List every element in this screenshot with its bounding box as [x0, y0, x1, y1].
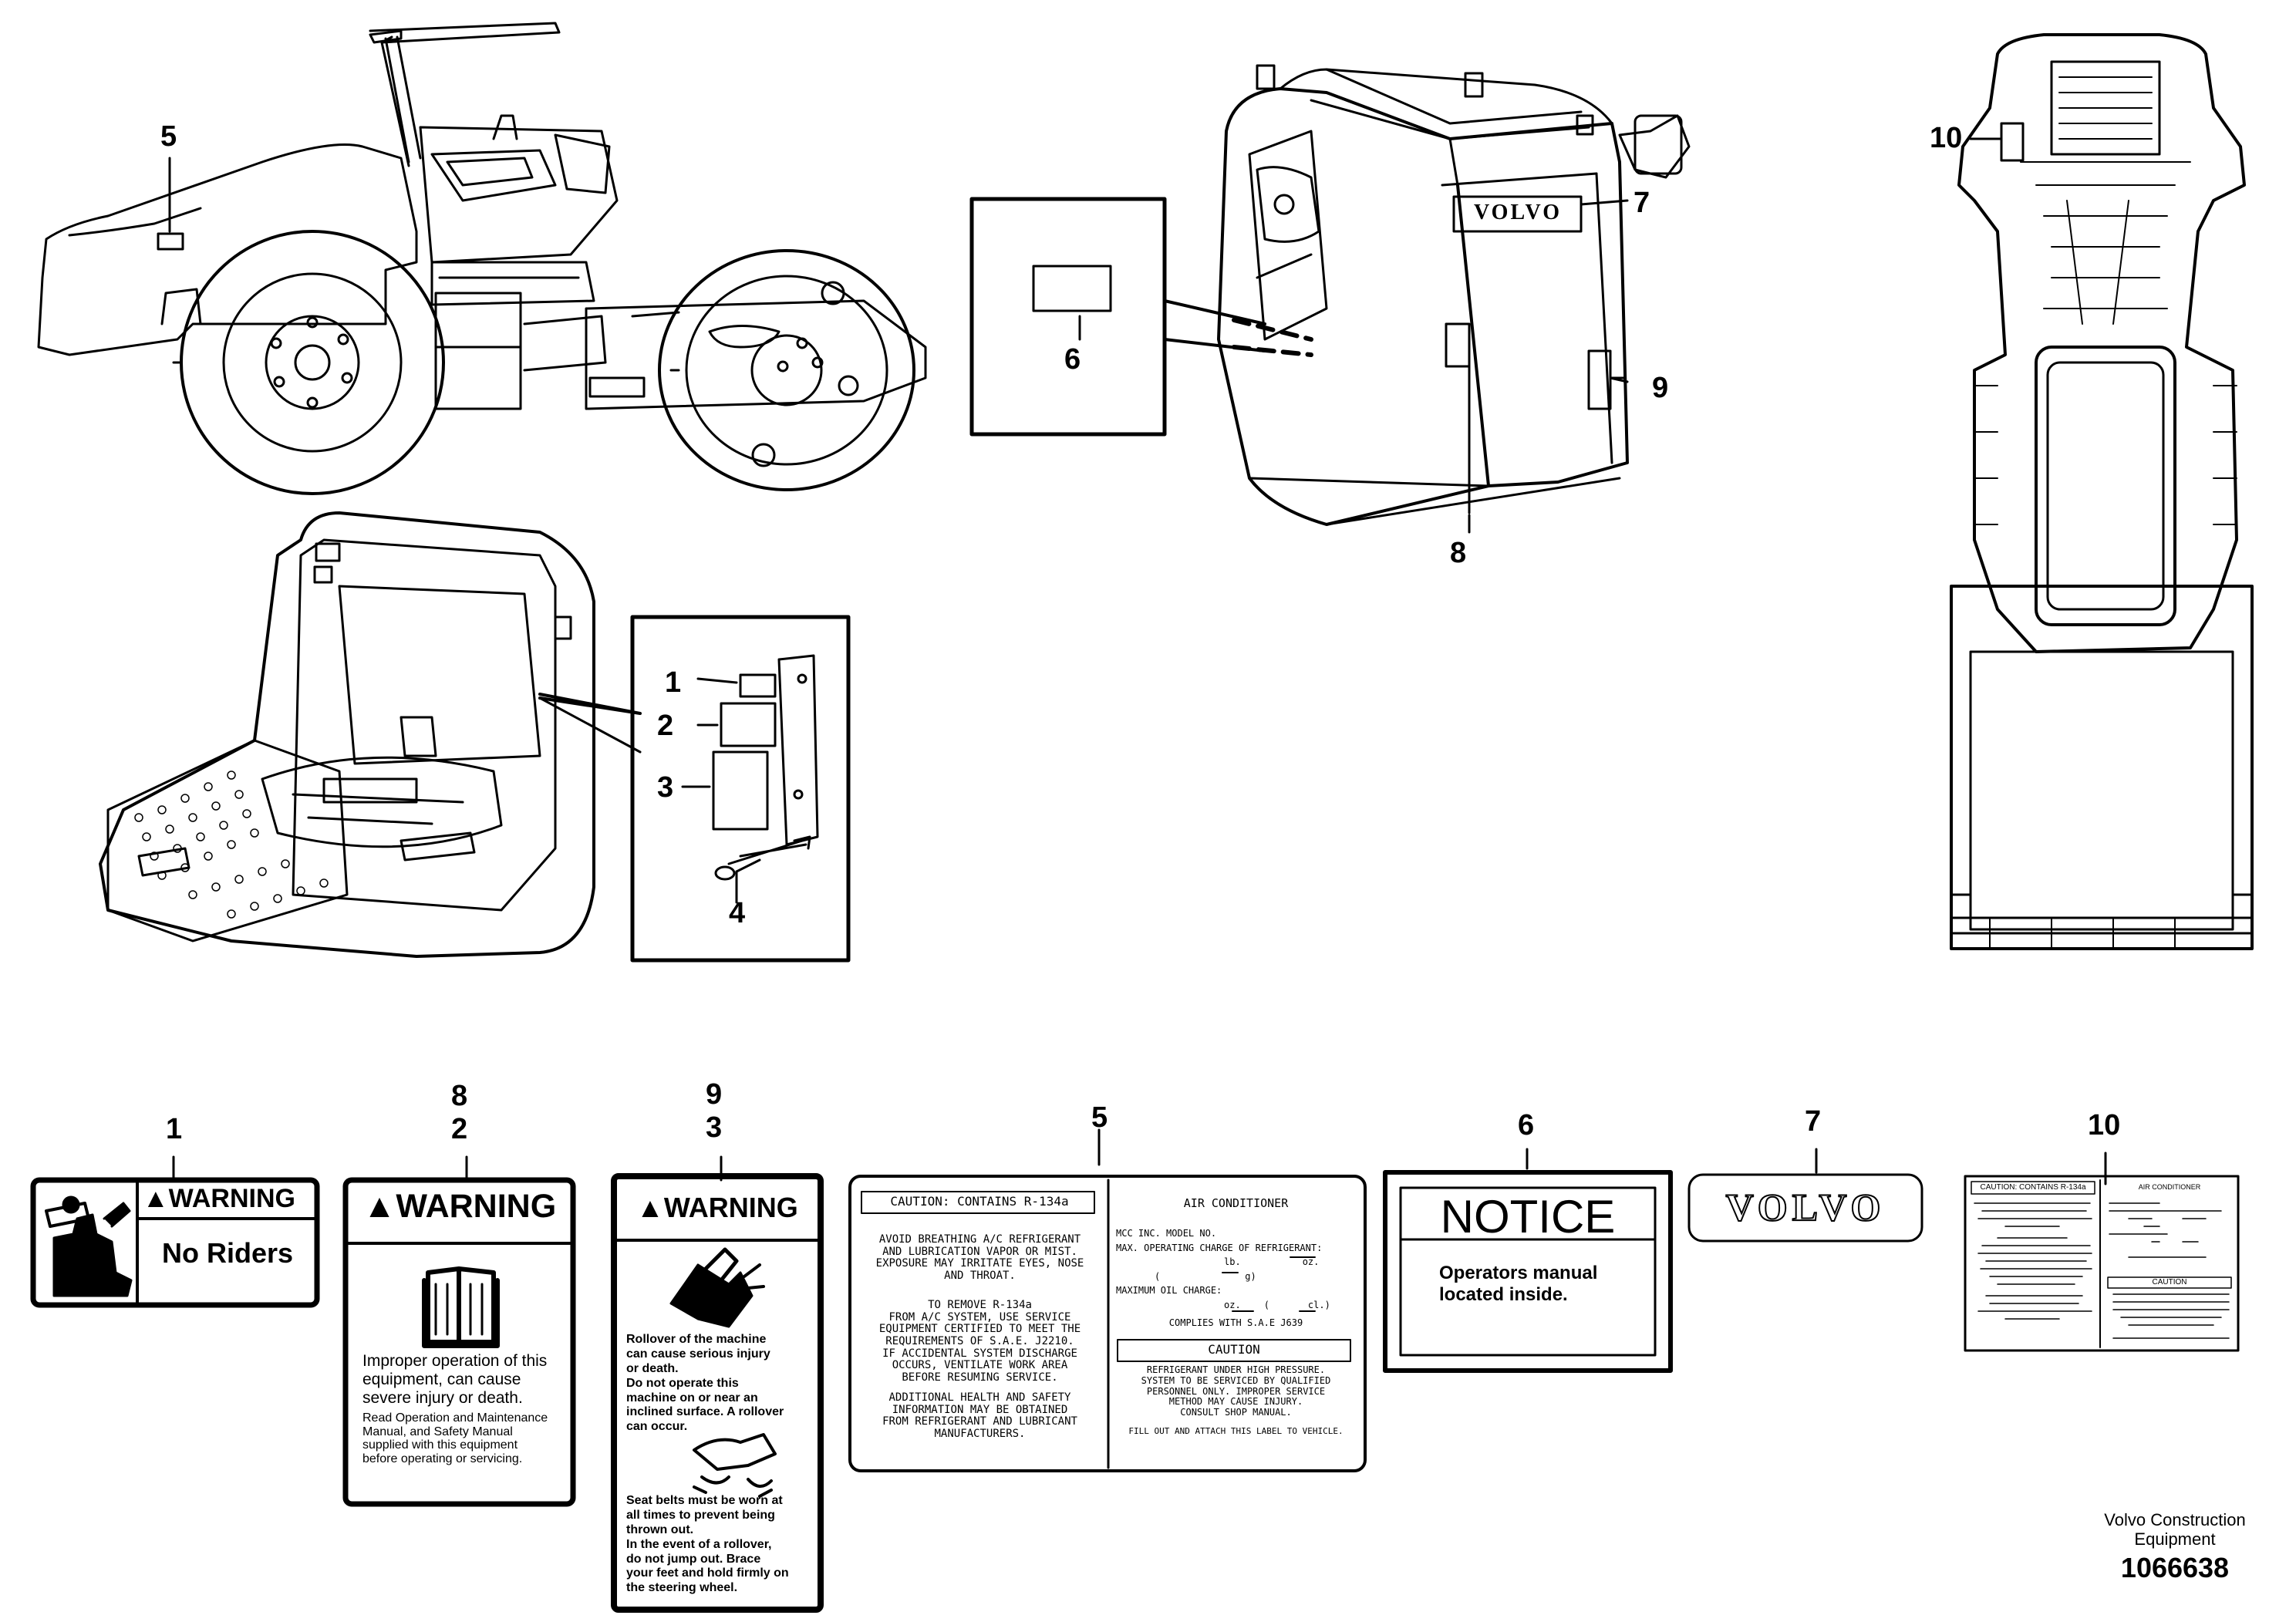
decal-5-caution-title: CAUTION: CONTAINS R-134a [890, 1194, 1069, 1209]
decal-7-logo: VOLVO [1725, 1185, 1886, 1229]
inset-decal-2 [720, 702, 777, 747]
decal-2-instructions: Read Operation and Maintenance Manual, a… [362, 1411, 548, 1465]
decal-2-body: Improper operation of this equipment, ca… [362, 1352, 548, 1408]
decal-5-caution: CAUTION [1208, 1342, 1260, 1357]
decal-3-body-2: Seat belts must be worn at all times to … [626, 1494, 789, 1595]
decal-6-text: Operators manual located inside. [1439, 1263, 1598, 1305]
warning-triangle-icon: ▲ [636, 1192, 664, 1223]
decal-2-art [342, 1177, 576, 1507]
decal-7-marker [1452, 195, 1583, 233]
callout-7: 7 [1633, 187, 1650, 219]
decal-8-marker [1445, 322, 1471, 368]
front-drum [658, 249, 915, 491]
decal-10-number: 10 [2088, 1109, 2121, 1141]
decal-5-art [848, 1175, 1367, 1472]
top-radiator [2050, 60, 2161, 156]
decal-6-marker-inset [1032, 265, 1112, 312]
decal-10-marker [2000, 122, 2025, 162]
decal-9-marker [1587, 349, 1612, 410]
rear-wheel [180, 230, 445, 495]
decal-7-art [1687, 1173, 1923, 1243]
decal-5-marker [157, 232, 184, 251]
decal-6-art [1383, 1170, 1673, 1373]
decal-10-caution: CAUTION [2152, 1278, 2187, 1286]
inset-decal-1 [739, 673, 777, 698]
center-hitch [434, 292, 522, 410]
decal-2-heading: ▲WARNING [362, 1188, 557, 1225]
callout-6: 6 [1064, 343, 1081, 376]
callout-5: 5 [160, 120, 177, 153]
callout-1: 1 [665, 666, 682, 699]
cab-view [969, 64, 1691, 526]
decal-6-number: 6 [1518, 1109, 1535, 1141]
warning-triangle-icon: ▲ [362, 1188, 396, 1225]
decal-3-heading: ▲WARNING [636, 1192, 798, 1223]
decal-3-body: Rollover of the machine can cause seriou… [626, 1333, 784, 1434]
inset-box-1-4 [630, 615, 851, 963]
footer-company: Volvo Construction Equipment [2104, 1510, 2246, 1549]
drawing-number: 1066638 [2120, 1552, 2230, 1583]
callout-10: 10 [1930, 122, 1963, 154]
decal-7-number: 7 [1805, 1105, 1822, 1138]
decal-5-fill-out: FILL OUT AND ATTACH THIS LABEL TO VEHICL… [1128, 1426, 1344, 1436]
cab-roof-top [2035, 346, 2176, 626]
decal-1-heading: ▲WARNING [143, 1184, 295, 1213]
decal-2-number-top: 8 [451, 1080, 468, 1112]
decal-6-heading: NOTICE [1440, 1191, 1616, 1243]
decal-2-number: 2 [451, 1113, 468, 1145]
callout-9: 9 [1652, 372, 1669, 404]
decal-10-caution-title: CAUTION: CONTAINS R-134a [1980, 1183, 2086, 1192]
drum-frame-top [1950, 585, 2254, 950]
inset-decal-3 [712, 750, 769, 831]
operator-platform-view [99, 137, 2107, 1185]
roller-side-view [37, 22, 927, 495]
callout-2: 2 [657, 710, 674, 742]
decal-1-text: No Riders [161, 1237, 294, 1269]
roller-top-view [1950, 33, 2254, 950]
callout-3: 3 [657, 771, 674, 804]
decal-3-number-top: 9 [706, 1078, 723, 1111]
callout-4: 4 [729, 897, 746, 929]
decal-5-right-fields: MCC INC. MODEL NO. MAX. OPERATING CHARGE… [1116, 1228, 1330, 1310]
decal-5-right-title: AIR CONDITIONER [1183, 1196, 1289, 1210]
decal-3-art [611, 1173, 824, 1613]
decal-3-number: 3 [706, 1111, 723, 1144]
cab-volvo-badge-text: VOLVO [1474, 201, 1562, 224]
decal-5-complies: COMPLIES WITH S.A.E J639 [1168, 1317, 1303, 1328]
warning-triangle-icon: ▲ [143, 1184, 169, 1213]
callout-8: 8 [1450, 537, 1467, 569]
decal-5-number: 5 [1091, 1101, 1108, 1134]
decal-1-number: 1 [166, 1113, 183, 1145]
decal-1-art [30, 1177, 320, 1308]
decal-10-right-title: AIR CONDITIONER [2138, 1183, 2201, 1191]
inset-box-6 [969, 197, 1167, 437]
decal-10-art [1964, 1175, 2240, 1352]
decal-5-right-warning: REFRIGERANT UNDER HIGH PRESSURE.SYSTEM T… [1141, 1364, 1331, 1418]
